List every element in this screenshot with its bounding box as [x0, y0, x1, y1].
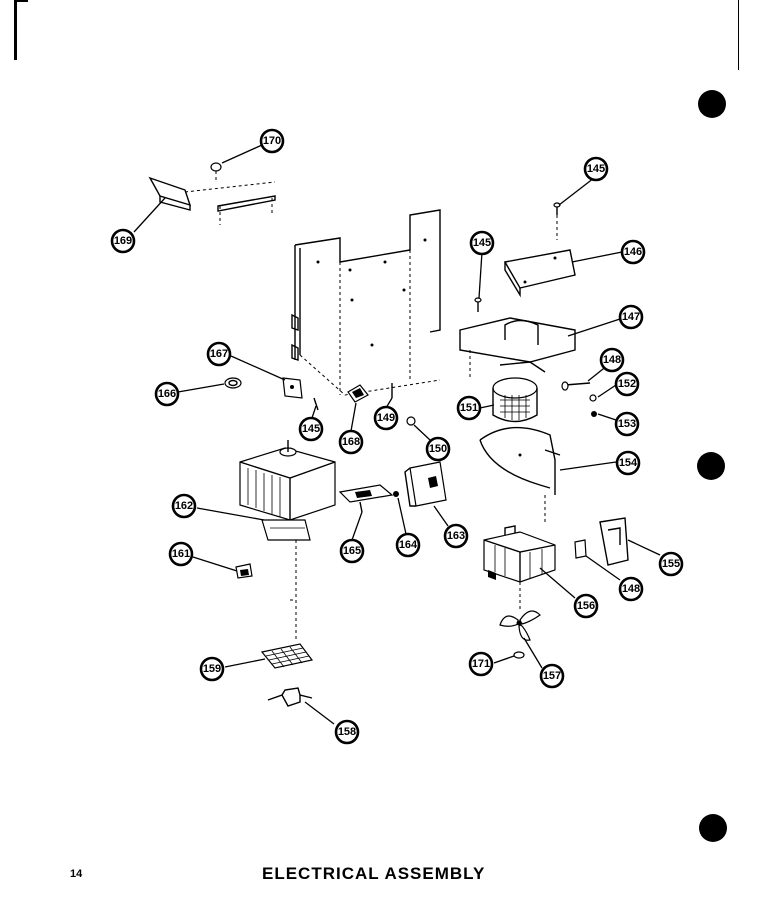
part-145-screw-top	[553, 202, 561, 240]
chassis-panel	[291, 209, 441, 396]
callout-159: 159	[199, 656, 225, 682]
callout-153: 153	[614, 411, 640, 437]
callout-161: 161	[168, 541, 194, 567]
right-edge-mark	[738, 0, 739, 70]
callout-165-label: 165	[343, 545, 361, 557]
callout-155: 155	[658, 551, 684, 577]
callout-171-label: 171	[472, 658, 490, 670]
callout-161-label: 161	[172, 548, 190, 560]
callout-164-label: 164	[399, 539, 418, 551]
part-150-washer	[406, 416, 416, 426]
part-161-terminal	[235, 563, 253, 579]
part-171-nut	[513, 651, 525, 659]
part-167-bracket	[282, 377, 303, 399]
callout-158-label: 158	[338, 726, 356, 738]
callout-148-lower: 148	[618, 576, 644, 602]
callout-145-mid: 145	[469, 230, 495, 256]
callout-168: 168	[338, 429, 364, 455]
part-158-clip	[267, 687, 313, 707]
callout-145-mid-label: 145	[473, 237, 491, 249]
binder-hole-top	[698, 90, 726, 118]
part-155-bracket	[599, 517, 629, 566]
callout-167-label: 167	[210, 348, 228, 360]
callout-163: 163	[443, 523, 469, 549]
callout-156-label: 156	[577, 600, 595, 612]
part-152-screw	[589, 394, 597, 402]
callout-169-label: 169	[114, 235, 132, 247]
part-156-motor-assembly	[483, 525, 556, 610]
callout-167: 167	[206, 341, 232, 367]
part-164-nut	[393, 491, 399, 497]
part-145-screw-left	[313, 397, 319, 411]
callout-156: 156	[573, 593, 599, 619]
callout-151-label: 151	[460, 402, 478, 414]
callout-150-label: 150	[429, 443, 447, 455]
part-154-curved-bracket	[479, 426, 561, 525]
callout-166: 166	[154, 381, 180, 407]
callout-145-left: 145	[298, 416, 324, 442]
callout-145-top: 145	[583, 156, 609, 182]
callout-152-label: 152	[618, 378, 636, 390]
part-147-motor-mount	[459, 317, 576, 380]
callout-145-top-label: 145	[587, 163, 605, 175]
callout-165: 165	[339, 538, 365, 564]
part-145-screw-mid	[474, 297, 482, 312]
leader-lines	[133, 144, 661, 725]
callout-155-label: 155	[662, 558, 680, 570]
callout-148-upper-label: 148	[603, 354, 621, 366]
callout-163-label: 163	[447, 530, 465, 542]
left-edge-mark	[14, 0, 17, 60]
callout-162: 162	[171, 493, 197, 519]
page-title: ELECTRICAL ASSEMBLY	[262, 864, 486, 883]
callout-166-label: 166	[158, 388, 176, 400]
part-157-fan-blade	[499, 610, 541, 641]
binder-hole-bottom	[699, 814, 727, 842]
callout-148-lower-label: 148	[622, 583, 640, 595]
part-159-grille	[260, 643, 314, 669]
part-165-bracket	[338, 484, 394, 513]
callout-157-label: 157	[543, 670, 561, 682]
page-number: 14	[70, 868, 83, 880]
part-166-ring	[224, 377, 242, 389]
callout-150: 150	[425, 436, 451, 462]
part-151-motor	[492, 377, 538, 423]
callout-147-label: 147	[622, 311, 640, 323]
callout-152: 152	[614, 371, 640, 397]
callout-162-label: 162	[175, 500, 193, 512]
part-153-nut	[591, 411, 597, 417]
part-148-bracket	[574, 539, 587, 559]
part-146-plate	[503, 249, 576, 298]
callout-164: 164	[395, 532, 421, 558]
callout-158: 158	[334, 719, 360, 745]
callout-149-upper: 149	[373, 405, 399, 431]
part-163-fuse-holder	[404, 461, 447, 507]
callout-157: 157	[539, 663, 565, 689]
callout-154-label: 154	[619, 457, 638, 469]
callout-151: 151	[456, 395, 482, 421]
part-169-bracket	[148, 176, 276, 225]
callout-148-upper: 148	[599, 347, 625, 373]
callout-170-label: 170	[263, 135, 281, 147]
part-168-clip	[347, 384, 369, 403]
callout-154: 154	[615, 450, 641, 476]
callout-159-label: 159	[203, 663, 221, 675]
part-170-screw	[210, 162, 222, 180]
callout-146-label: 146	[624, 246, 642, 258]
callout-145-left-label: 145	[302, 423, 320, 435]
binder-hole-middle	[697, 452, 725, 480]
callout-168-label: 168	[342, 436, 360, 448]
callout-169: 169	[110, 228, 136, 254]
callout-153-label: 153	[618, 418, 636, 430]
callout-146: 146	[620, 239, 646, 265]
callout-171: 171	[468, 651, 494, 677]
part-148-bolt	[561, 381, 591, 391]
callout-147: 147	[618, 304, 644, 330]
callout-170: 170	[259, 128, 285, 154]
callout-149-upper-label: 149	[377, 412, 395, 424]
top-edge-mark	[16, 0, 28, 2]
part-162-magnetron	[239, 440, 336, 640]
